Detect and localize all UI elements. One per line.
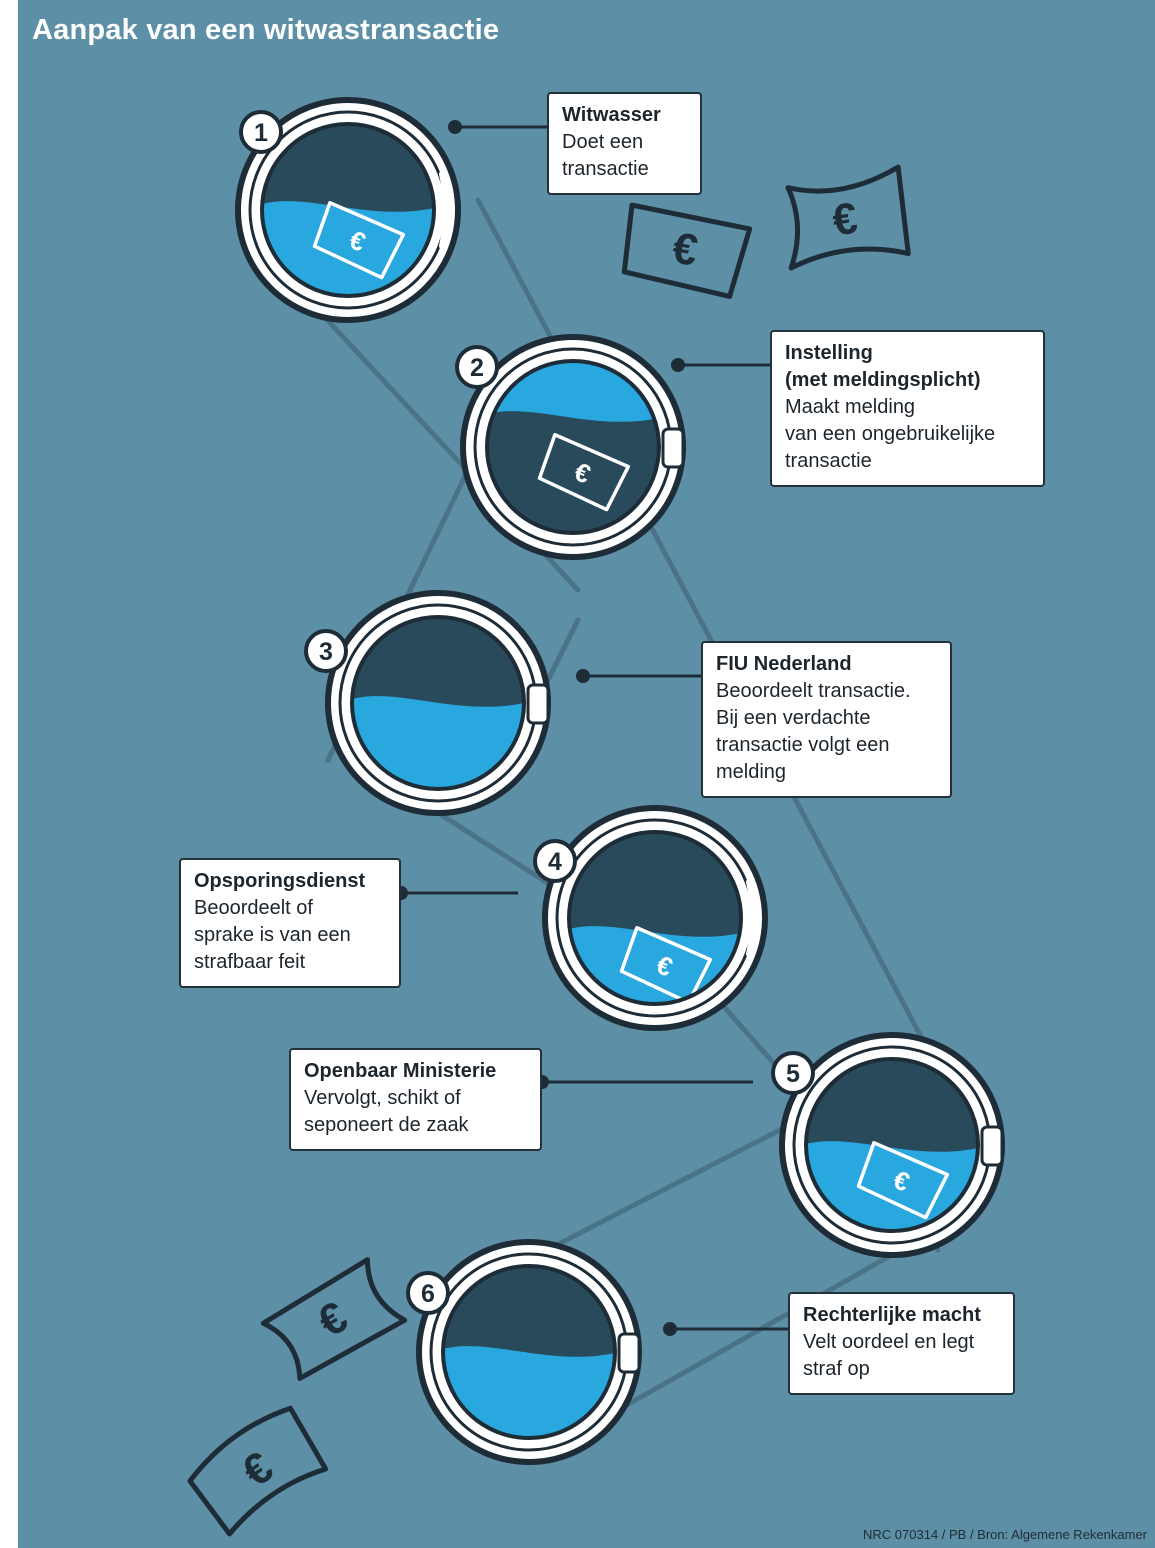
step-number: 5	[786, 1060, 800, 1088]
washing-machine-diagram: € € € € €1€2 3 €4€5 6	[187, 97, 1005, 1537]
step-title: Rechterlijke macht	[803, 1304, 981, 1326]
banknote-icon: €	[785, 164, 911, 271]
step-number-badge: 6	[406, 1271, 450, 1315]
source-credit: NRC 070314 / PB / Bron: Algemene Rekenka…	[863, 1527, 1147, 1542]
connectors	[394, 120, 788, 1336]
step-description: Beoordeelt transactie. Bij een verdachte…	[716, 680, 911, 783]
drum-step-1: €1	[235, 97, 461, 323]
step-description: Maakt melding van een ongebruikelijke tr…	[785, 396, 996, 472]
page-title: Aanpak van een witwastransactie	[32, 14, 500, 46]
step-number: 2	[470, 354, 484, 382]
drum-step-2: €2	[455, 334, 686, 560]
drum-water	[806, 1141, 978, 1231]
banknote-icon: €	[187, 1405, 329, 1537]
step-number: 4	[548, 848, 562, 876]
step-number: 3	[319, 638, 333, 666]
infographic-panel: Aanpak van een witwastransactie € € €	[18, 0, 1155, 1548]
path-line	[615, 1237, 921, 1413]
connector-dot	[671, 358, 685, 372]
step-description: Vervolgt, schikt of seponeert de zaak	[304, 1087, 469, 1136]
step-description: Beoordeelt of sprake is van een strafbaa…	[194, 897, 351, 973]
step-description: Doet een transactie	[562, 131, 649, 180]
step-number-badge: 4	[533, 839, 577, 883]
step-3-label: FIU Nederland Beoordeelt transactie. Bij…	[701, 641, 952, 798]
banknote-icon: €	[621, 202, 753, 299]
drum-step-6: 6	[406, 1239, 642, 1465]
connector-dot	[663, 1322, 677, 1336]
drum-step-3: 3	[304, 590, 551, 816]
step-title: Openbaar Ministerie	[304, 1060, 497, 1082]
step-number-badge: 3	[304, 629, 348, 673]
door-handle	[661, 427, 685, 469]
step-description: Velt oordeel en legt straf op	[803, 1331, 975, 1380]
door-handle	[526, 683, 550, 725]
step-title: FIU Nederland	[716, 653, 852, 675]
step-number-badge: 2	[455, 345, 499, 389]
step-6-label: Rechterlijke macht Velt oordeel en legt …	[788, 1292, 1015, 1395]
drum-water	[443, 1346, 615, 1438]
connector-dot	[448, 120, 462, 134]
step-title: Witwasser	[562, 104, 661, 126]
step-2-label: Instelling (met meldingsplicht) Maakt me…	[770, 330, 1045, 487]
drum-water	[262, 201, 434, 296]
step-1-label: Witwasser Doet een transactie	[547, 92, 702, 195]
step-title: Instelling (met meldingsplicht)	[785, 342, 981, 391]
step-title: Opsporingsdienst	[194, 870, 366, 892]
drum-step-4: €4	[533, 805, 768, 1031]
step-4-label: Opsporingsdienst Beoordeelt of sprake is…	[179, 858, 401, 988]
door-handle	[439, 171, 449, 249]
step-number-badge: 1	[239, 110, 283, 154]
drum-step-5: €5	[771, 1032, 1005, 1258]
step-number: 1	[254, 119, 268, 147]
connector-dot	[576, 669, 590, 683]
step-number: 6	[421, 1280, 435, 1308]
drums: €1€23€4€56	[235, 97, 1005, 1465]
step-5-label: Openbaar Ministerie Vervolgt, schikt of …	[289, 1048, 542, 1151]
step-number-badge: 5	[771, 1051, 815, 1095]
door-handle	[617, 1332, 641, 1374]
door-handle	[980, 1125, 1004, 1167]
door-handle	[746, 879, 756, 957]
banknote-icon: €	[260, 1257, 408, 1381]
drum-water	[352, 696, 524, 789]
drum-water	[487, 411, 659, 533]
